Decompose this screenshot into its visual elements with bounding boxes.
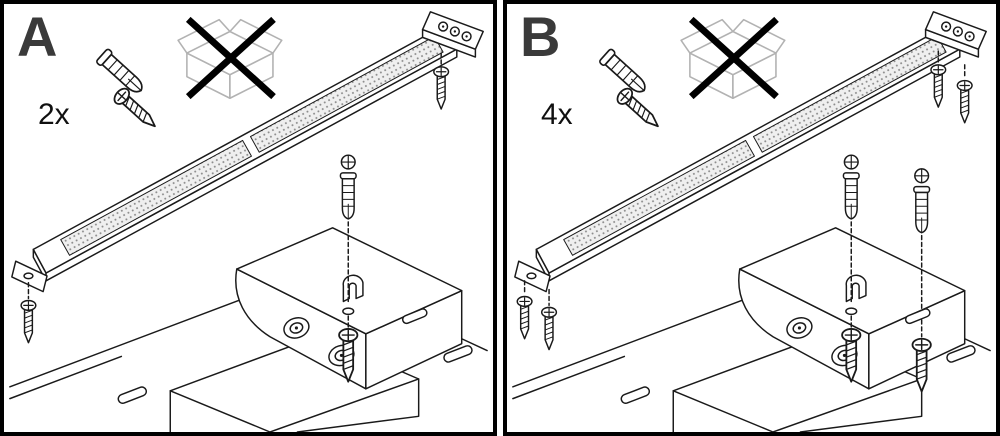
panel-variant-b: B 4x <box>503 0 1000 436</box>
screw-icon <box>110 84 162 134</box>
screw-head-top-view-icon <box>843 154 859 170</box>
wall-plug-icon <box>913 185 931 234</box>
no-cardboard-box-icon <box>178 20 282 99</box>
fasteners <box>516 50 973 393</box>
panel-variant-a: A 2x <box>0 0 497 436</box>
wall-plug-icon <box>842 172 860 220</box>
screw-icon <box>540 306 558 351</box>
no-cardboard-box-icon <box>681 20 785 99</box>
screw-icon <box>516 295 533 340</box>
installation-diagram-a <box>9 11 488 432</box>
screw-icon <box>20 299 37 344</box>
step-label: B <box>520 5 561 68</box>
screw-head-top-view-icon <box>914 168 930 184</box>
wall-plug-icon <box>339 172 357 220</box>
screw-icon <box>956 79 973 124</box>
fasteners <box>20 52 450 383</box>
screw-icon <box>930 64 947 108</box>
quantity-label: 4x <box>541 98 573 131</box>
installation-diagram-b <box>512 11 991 432</box>
screw-head-top-view-icon <box>340 154 356 170</box>
step-label: A <box>17 5 58 68</box>
screw-icon <box>613 84 665 134</box>
quantity-label: 2x <box>38 98 70 131</box>
screw-icon <box>433 66 450 110</box>
